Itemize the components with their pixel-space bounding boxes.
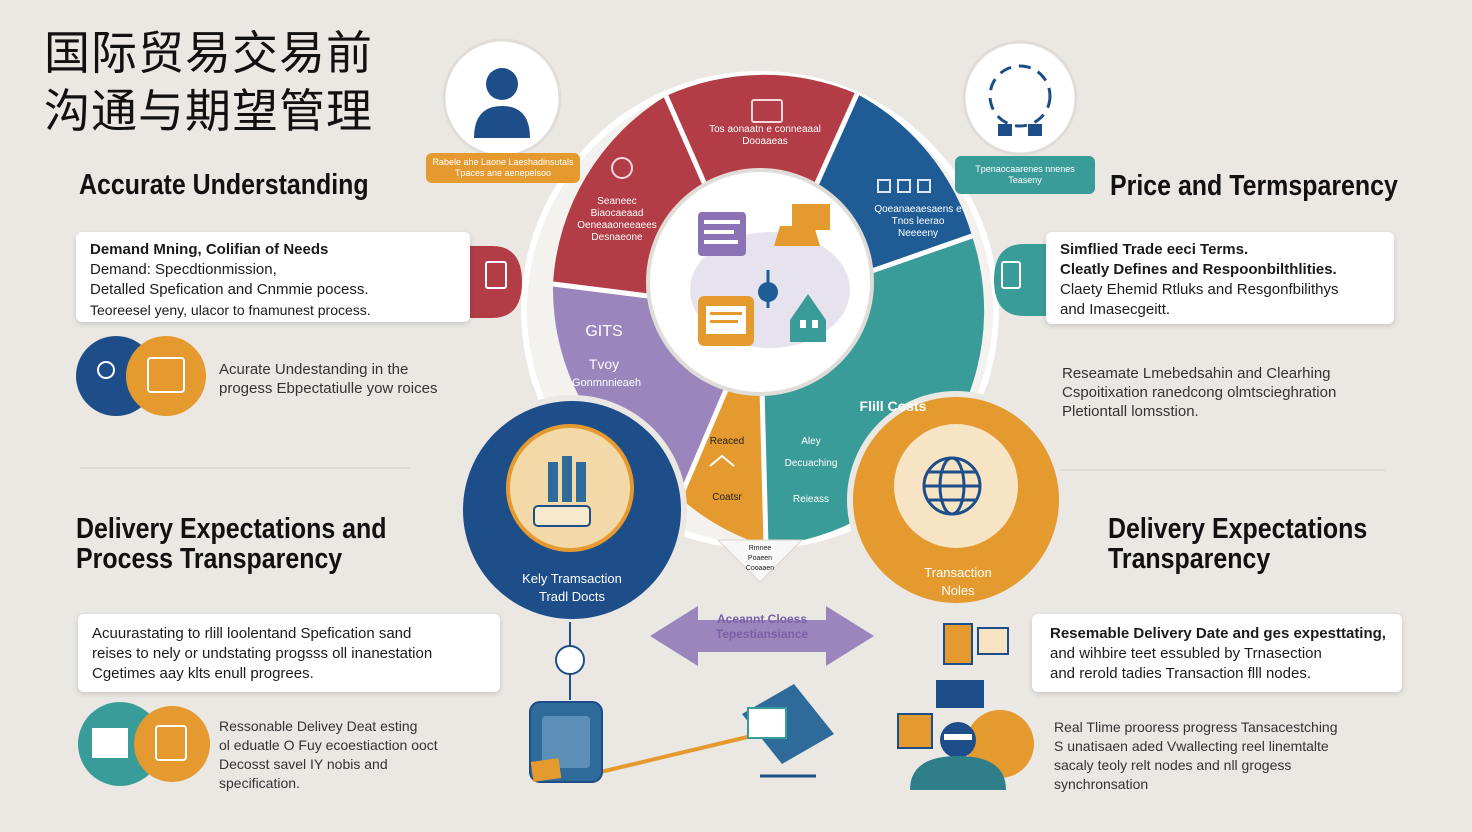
segment-orange-label: Reaced Coatsr xyxy=(709,436,745,503)
segment-teal-outer-label: Flill Costs xyxy=(859,398,927,414)
left-bottom-circle-orange xyxy=(134,706,210,782)
note-right-bottom: Real Tlime prooress progress Tansacestch… xyxy=(1054,719,1338,792)
card-text: Demand: Specdtionmission, xyxy=(90,261,277,278)
segment-left-red-label: Seaneec Biaocaeaad Oeneaaoneeaees Desnae… xyxy=(577,196,657,243)
left-bottom-doc-icon xyxy=(92,728,128,758)
card-text: Resemable Delivery Date and ges expestta… xyxy=(1050,625,1386,642)
blue-circle-label: Kely Tramsaction Tradl Docts xyxy=(522,571,622,604)
left-mid-circle-orange xyxy=(126,336,206,416)
card-text: Simflied Trade eeci Terms. xyxy=(1060,241,1249,258)
card-top-right: Simflied Trade eeci Terms. Cleatly Defin… xyxy=(1046,232,1394,324)
handshake-icon xyxy=(998,124,1042,136)
card-text: Claety Ehemid Rtluks and Resgonfbilithys xyxy=(1060,281,1339,298)
operator-body-icon xyxy=(910,756,1006,790)
hub-building-icon xyxy=(790,294,826,342)
handshake-circle xyxy=(962,40,1078,156)
segment-purple-label: GITS Tvoy Gonmnnieaeh xyxy=(572,323,642,389)
blue-circle-hand-icon xyxy=(533,505,591,527)
top-left-badge: Rabele ahe Laone Laeshadinsutals Tpaces … xyxy=(426,153,580,183)
heading-accurate-understanding: Accurate Understanding xyxy=(79,169,369,201)
card-text: reises to nely or undstating progsss oll… xyxy=(92,645,433,662)
cycle-icon xyxy=(988,64,1052,128)
right-bottom-truck-icon xyxy=(936,680,984,708)
left-card-tab-icon xyxy=(485,261,507,289)
left-mid-person-icon xyxy=(97,361,115,379)
card-text: Detalled Spefication and Cnmmie pocess. xyxy=(90,281,369,298)
right-segment-icon xyxy=(877,179,931,193)
double-arrow-label: Aceannt Cloess Tepestiansiance xyxy=(715,612,809,641)
top-segment-icon xyxy=(751,99,783,123)
right-bottom-box-icon xyxy=(943,623,973,665)
card-text: Teoreesel yeny, ulacor to fnamunest proc… xyxy=(90,302,371,318)
right-card-tab-icon xyxy=(1001,261,1021,289)
left-segment-icon xyxy=(611,157,633,179)
orange-circle-globe-icon xyxy=(922,456,982,516)
orange-circle-label: Transaction Noles xyxy=(924,565,992,598)
hub-ship-icon xyxy=(774,226,820,246)
person-body-icon xyxy=(474,106,530,138)
card-text: and rerold tadies Transaction flll nodes… xyxy=(1050,665,1311,682)
card-text: Cleatly Defines and Respoonbilthlities. xyxy=(1060,261,1337,278)
heading-delivery-left: Delivery Expectations and Process Transp… xyxy=(76,513,387,575)
segment-top-label: Tos aonaatn e conneaaal Dooaaeas xyxy=(709,124,821,147)
cargo-icon xyxy=(742,684,834,764)
person-head-icon xyxy=(486,68,518,100)
card-bottom-left: Acuurastating to rlill loolentand Spefic… xyxy=(78,614,500,692)
note-right-mid: Reseamate Lmebedsahin and Clearhing Cspo… xyxy=(1062,365,1337,420)
bottom-tab-label: Rmnee Poaeen Cooaaen xyxy=(745,545,775,572)
segment-teal-label: Aley Decuaching Reieass xyxy=(784,436,838,505)
card-bottom-right: Resemable Delivery Date and ges expestta… xyxy=(1032,614,1402,692)
connector-node xyxy=(555,645,585,675)
heading-delivery-right: Delivery Expectations Transparency xyxy=(1108,513,1368,575)
connector-line xyxy=(591,732,761,776)
heading-price-terms: Price and Termsparency xyxy=(1110,170,1398,202)
page-title: 国际贸易交易前 沟通与期望管理 xyxy=(44,24,373,140)
note-left-bottom: Ressonable Delivey Deat esting ol eduatl… xyxy=(219,718,438,791)
card-top-left: Demand Mning, Colifian of Needs Demand: … xyxy=(76,232,470,322)
bottom-tab xyxy=(716,539,804,583)
title-line-2: 沟通与期望管理 xyxy=(44,84,373,138)
card-text: Cgetimes aay klts enull progrees. xyxy=(92,665,314,682)
left-mid-doc-icon xyxy=(147,357,185,393)
segment-right-blue-label: Qoeanaeaesaens e Tnos leerao Neeeeny xyxy=(874,204,962,239)
card-text: Acuurastating to rlill loolentand Spefic… xyxy=(92,625,412,642)
card-text: and wihbire teet essubled by Trnasection xyxy=(1050,645,1322,662)
title-line-1: 国际贸易交易前 xyxy=(44,26,373,80)
blue-circle-tools-icon xyxy=(548,456,586,502)
ticket-icon xyxy=(530,758,562,782)
cargo-doc-icon xyxy=(747,707,787,739)
top-right-badge: Tpenaocaarenes nnenes Teaseny xyxy=(955,156,1095,194)
left-bottom-clipboard-icon xyxy=(155,725,187,761)
double-arrow xyxy=(650,606,874,666)
orange-segment-chevron-icon xyxy=(709,454,735,467)
left-card-tab xyxy=(470,246,522,318)
card-text: and Imasecgeitt. xyxy=(1060,301,1171,318)
card-text: Demand Mning, Colifian of Needs xyxy=(90,241,329,258)
operator-box-icon xyxy=(897,713,933,749)
note-left-mid: Acurate Undestanding in the progess Ebpe… xyxy=(219,361,438,397)
